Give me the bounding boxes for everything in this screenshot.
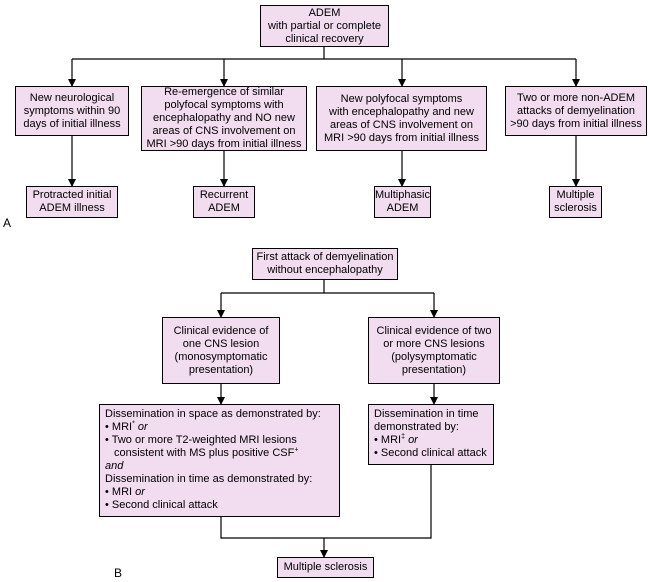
time-bullet-mri: • MRI or bbox=[105, 486, 145, 498]
time-heading: Dissemination in time as demonstrated by… bbox=[105, 473, 313, 485]
right-bullet-mri: • MRI‡ or bbox=[374, 433, 418, 446]
condition-text-2: Re-emergence of similar polyfocal sympto… bbox=[146, 86, 302, 150]
condition-box-4: Two or more non-ADEM attacks of demyelin… bbox=[505, 86, 647, 136]
space-bullet-mri-or: or bbox=[137, 421, 148, 433]
first-attack-text: First attack of demyelination without en… bbox=[256, 251, 394, 276]
space-heading: Dissemination in space as demonstrated b… bbox=[105, 408, 321, 420]
outcome-text-4: Multiple sclerosis bbox=[554, 189, 597, 214]
multiple-sclerosis-text: Multiple sclerosis bbox=[283, 561, 368, 573]
space-bullet-mri: • MRI* or bbox=[105, 420, 148, 433]
condition-box-3: New polyfocal symptoms with encephalopat… bbox=[316, 86, 487, 151]
multiple-sclerosis-box: Multiple sclerosis bbox=[277, 557, 374, 578]
right-bullet-mri-or: or bbox=[408, 434, 418, 446]
right-bullet-mri-sup: ‡ bbox=[401, 433, 405, 441]
condition-text-4: Two or more non-ADEM attacks of demyelin… bbox=[510, 91, 642, 130]
outcome-box-4: Multiple sclerosis bbox=[549, 186, 602, 218]
time-bullet-attack-text: Second clinical attack bbox=[111, 499, 218, 511]
one-lesion-text: Clinical evidence of one CNS lesion (mon… bbox=[173, 324, 269, 376]
panel-a-label: A bbox=[3, 216, 12, 230]
right-bullet-attack: • Second clinical attack bbox=[374, 447, 487, 459]
space-bullet-mri-text: MRI bbox=[111, 421, 133, 433]
condition-text-3: New polyfocal symptoms with encephalopat… bbox=[324, 92, 479, 144]
two-lesions-text: Clinical evidence of two or more CNS les… bbox=[376, 324, 492, 376]
time-bullet-mri-or: or bbox=[135, 486, 145, 498]
condition-box-1: New neurological symptoms within 90 days… bbox=[15, 86, 129, 136]
right-time-heading: Dissemination in time demonstrated by: bbox=[374, 408, 479, 433]
time-dissemination-box: Dissemination in time demonstrated by: •… bbox=[368, 404, 494, 465]
first-attack-box: First attack of demyelination without en… bbox=[252, 248, 398, 280]
space-bullet-csf-text: Two or more T2-weighted MRI lesions cons… bbox=[111, 434, 297, 459]
panel-b-label: B bbox=[114, 566, 123, 580]
space-time-dissemination-box: Dissemination in space as demonstrated b… bbox=[99, 404, 340, 517]
outcome-text-2: Recurrent ADEM bbox=[199, 189, 249, 214]
adem-root-box: ADEM with partial or complete clinical r… bbox=[260, 5, 389, 47]
outcome-text-1: Protracted initial ADEM illness bbox=[32, 189, 112, 214]
right-bullet-attack-text: Second clinical attack bbox=[380, 447, 487, 459]
space-bullet-csf-sup: + bbox=[294, 446, 299, 454]
right-bullet-mri-text: MRI bbox=[380, 434, 402, 446]
outcome-box-1: Protracted initial ADEM illness bbox=[26, 186, 118, 218]
adem-root-text: ADEM with partial or complete clinical r… bbox=[267, 6, 382, 45]
time-bullet-mri-text: MRI bbox=[111, 486, 133, 498]
two-lesions-box: Clinical evidence of two or more CNS les… bbox=[368, 317, 500, 384]
and-connector-text: and bbox=[105, 460, 124, 472]
one-lesion-box: Clinical evidence of one CNS lesion (mon… bbox=[162, 317, 280, 384]
condition-text-1: New neurological symptoms within 90 days… bbox=[23, 91, 121, 130]
time-bullet-attack: • Second clinical attack bbox=[105, 499, 218, 511]
space-bullet-csf: • Two or more T2-weighted MRI lesions co… bbox=[105, 434, 299, 459]
connector-b-merge bbox=[220, 465, 432, 539]
outcome-box-2: Recurrent ADEM bbox=[193, 186, 255, 218]
outcome-text-3: Multiphasic ADEM bbox=[374, 189, 431, 214]
outcome-box-3: Multiphasic ADEM bbox=[374, 186, 431, 218]
space-bullet-mri-sup: * bbox=[132, 420, 135, 428]
condition-box-2: Re-emergence of similar polyfocal sympto… bbox=[141, 86, 307, 151]
